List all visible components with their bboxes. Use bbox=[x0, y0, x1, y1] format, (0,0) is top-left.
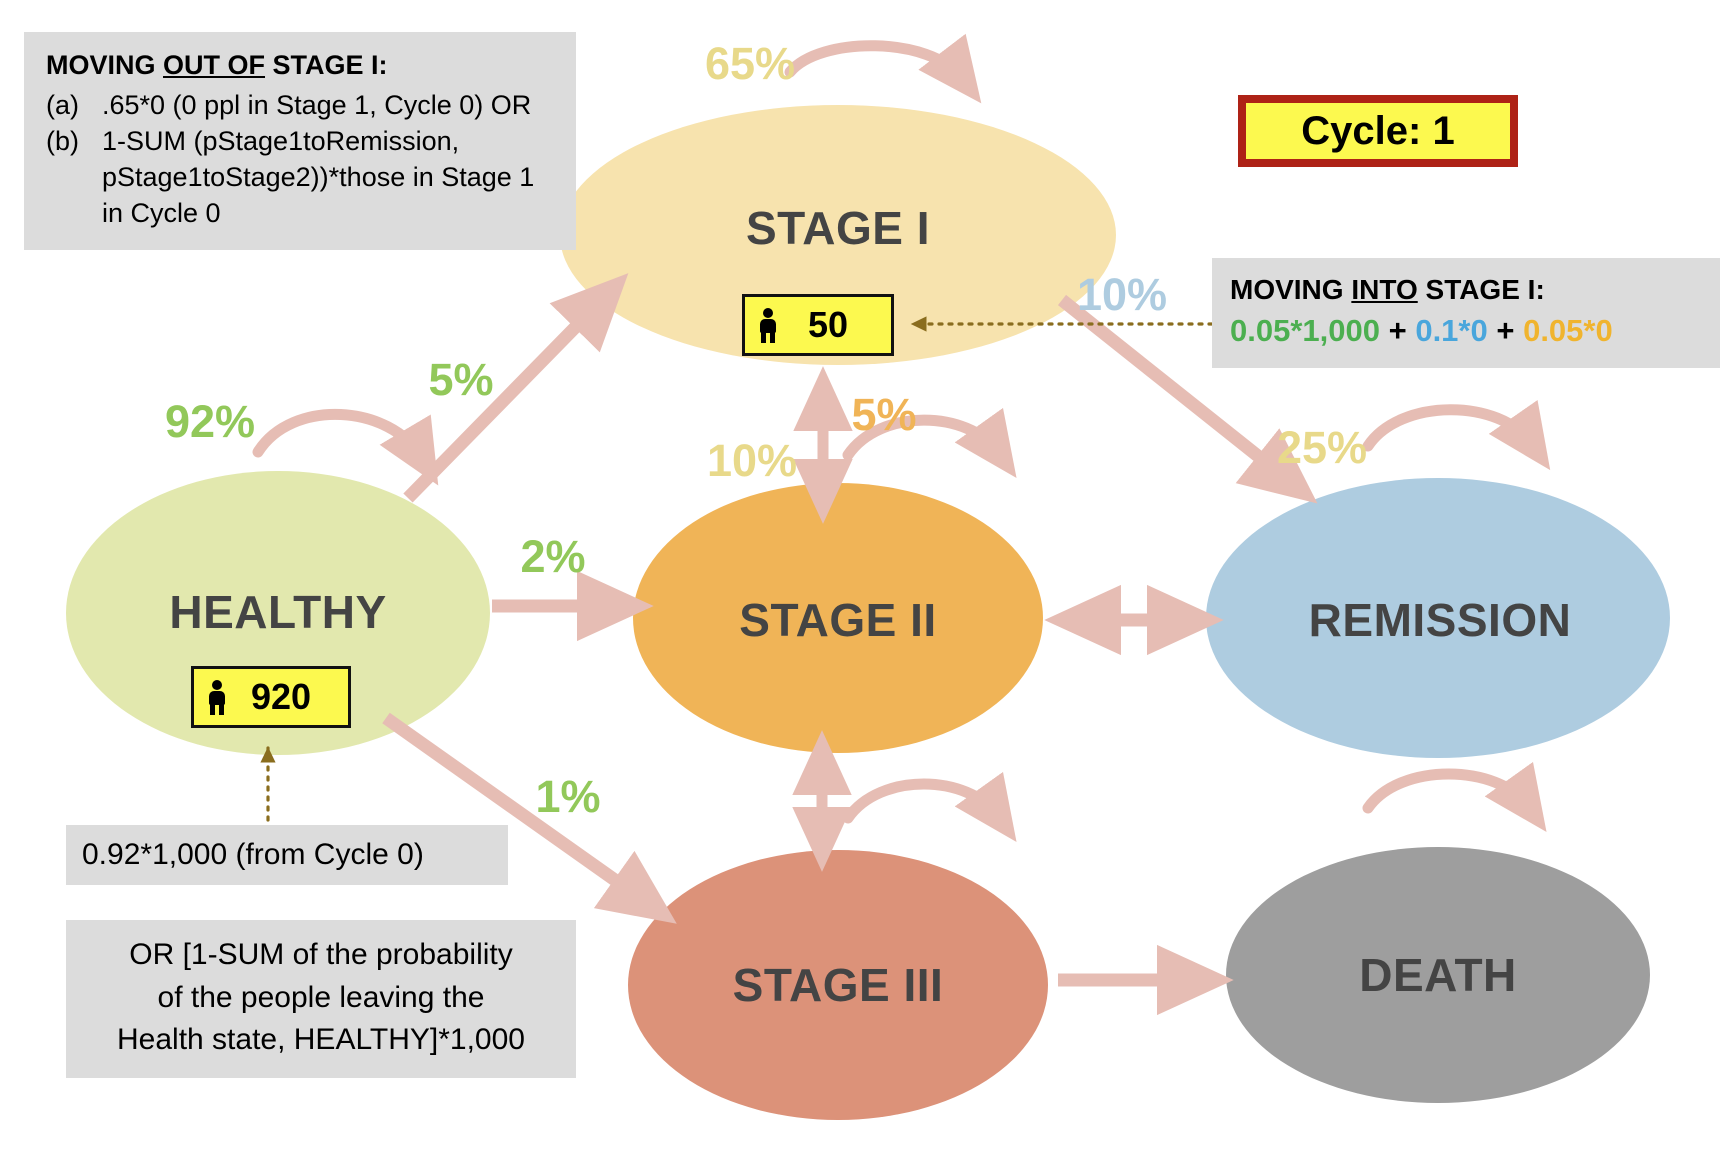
list-item: (b) 1-SUM (pStage1toRemission, pStage1to… bbox=[46, 124, 554, 232]
transition-label-stage2-to-stage1: 5% bbox=[851, 389, 917, 440]
formula-part-blue: 0.1*0 bbox=[1415, 312, 1488, 348]
note-alt-line-1: OR [1-SUM of the probability bbox=[129, 938, 513, 971]
node-label-stage1: STAGE I bbox=[745, 202, 931, 254]
transition-label-healthy-self: 92% bbox=[164, 396, 256, 447]
cycle-badge[interactable]: Cycle: 1 bbox=[1238, 95, 1518, 167]
node-label-remission: REMISSION bbox=[1308, 594, 1572, 646]
note-healthy-calculation: 0.92*1,000 (from Cycle 0) bbox=[66, 825, 508, 885]
node-label-healthy: HEALTHY bbox=[169, 586, 387, 638]
formula-part-orange: 0.05*0 bbox=[1523, 312, 1613, 348]
arrow-stage1-self bbox=[784, 33, 982, 104]
person-icon bbox=[757, 308, 779, 343]
node-label-stage3: STAGE III bbox=[732, 959, 944, 1011]
note-moving-into-stage-1: MOVING INTO STAGE I: 0.05*1,000 + 0.1*0 … bbox=[1212, 258, 1720, 368]
list-marker: (b) bbox=[46, 125, 79, 156]
note-moving-out-of-stage-1: MOVING OUT OF STAGE I: (a) .65*0 (0 ppl … bbox=[24, 32, 576, 250]
node-ellipse-stage2[interactable] bbox=[633, 483, 1043, 753]
arrow-healthy-self bbox=[252, 408, 439, 486]
list-text: .65*0 (0 ppl in Stage 1, Cycle 0) OR bbox=[102, 89, 532, 120]
transition-label-healthy-to-stage1: 5% bbox=[428, 354, 494, 405]
node-label-stage2: STAGE II bbox=[739, 594, 937, 646]
list-text: 1-SUM (pStage1toRemission, pStage1toStag… bbox=[102, 125, 535, 228]
note-healthy-alternative: OR [1-SUM of the probability of the peop… bbox=[66, 920, 576, 1078]
arrow-stage3-self bbox=[842, 771, 1017, 842]
population-count-healthy: 920 bbox=[250, 676, 312, 717]
population-badge-healthy[interactable]: 920 bbox=[191, 666, 351, 728]
note-moving-out-title: MOVING OUT OF STAGE I: bbox=[46, 48, 554, 84]
formula-part-green: 0.05*1,000 bbox=[1230, 312, 1380, 348]
transition-label-stage1-self: 65% bbox=[704, 38, 796, 89]
note-alt-line-2: of the people leaving the bbox=[157, 980, 485, 1014]
node-ellipse-remission[interactable] bbox=[1206, 478, 1670, 758]
note-healthy-calc-text: 0.92*1,000 (from Cycle 0) bbox=[82, 838, 424, 871]
population-count-stage1: 50 bbox=[807, 304, 849, 345]
formula-plus-1: + bbox=[1379, 312, 1416, 348]
list-item: (a) .65*0 (0 ppl in Stage 1, Cycle 0) OR bbox=[46, 88, 554, 124]
note-alt-line-3: Health state, HEALTHY]*1,000 bbox=[117, 1023, 525, 1057]
note-moving-into-title: MOVING INTO STAGE I: bbox=[1230, 272, 1702, 309]
node-label-death: DEATH bbox=[1359, 949, 1517, 1001]
note-out-title-pre: MOVING bbox=[46, 50, 164, 80]
node-ellipse-death[interactable] bbox=[1226, 847, 1650, 1103]
list-marker: (a) bbox=[46, 89, 79, 120]
note-into-title-underlined: INTO bbox=[1351, 274, 1418, 305]
note-out-title-post: STAGE I: bbox=[265, 50, 388, 80]
note-into-title-pre: MOVING bbox=[1230, 274, 1352, 305]
transition-label-remission-self: 25% bbox=[1276, 422, 1368, 473]
note-out-title-underlined: OUT OF bbox=[163, 50, 266, 80]
person-icon bbox=[206, 680, 228, 715]
transition-label-remission-to-stage1: 10% bbox=[1076, 269, 1168, 320]
transition-label-healthy-to-stage3: 1% bbox=[535, 771, 601, 822]
note-into-title-post: STAGE I: bbox=[1417, 274, 1545, 305]
transition-label-healthy-to-stage2: 2% bbox=[520, 531, 586, 582]
node-ellipse-stage3[interactable] bbox=[628, 850, 1048, 1120]
arrow-remission-self bbox=[1362, 399, 1551, 471]
note-into-formula: 0.05*1,000 + 0.1*0 + 0.05*0 bbox=[1230, 311, 1702, 352]
note-moving-out-list: (a) .65*0 (0 ppl in Stage 1, Cycle 0) OR… bbox=[46, 88, 554, 232]
formula-plus-2: + bbox=[1487, 312, 1524, 348]
arrow-death-self bbox=[1362, 761, 1547, 832]
transition-label-stage1-to-stage2: 10% bbox=[706, 435, 798, 486]
population-badge-stage1[interactable]: 50 bbox=[742, 294, 894, 356]
